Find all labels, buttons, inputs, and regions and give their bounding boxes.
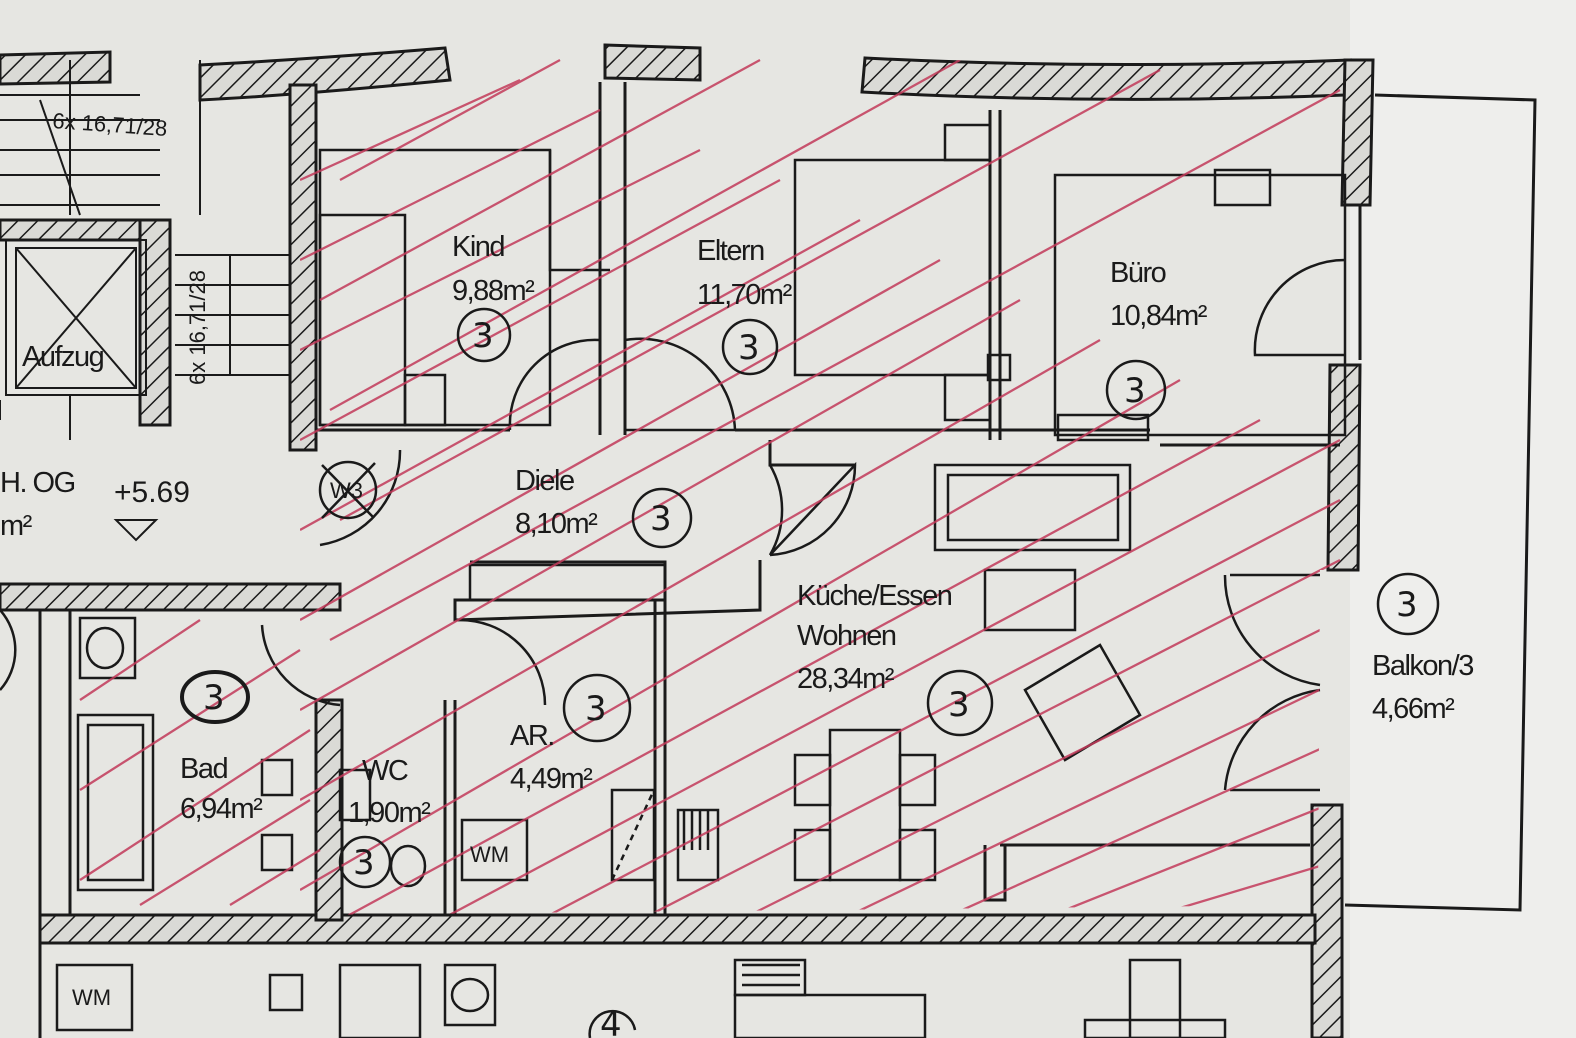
room-kueche-area: 28,34m² <box>797 663 895 695</box>
mark-circle-buero <box>1105 359 1167 421</box>
room-ar-name: AR. <box>510 720 554 752</box>
mark-circle-bad <box>180 670 250 724</box>
mark-eltern: 3 <box>738 328 760 368</box>
mark-wc: 3 <box>353 843 375 883</box>
floor-label: H. OG <box>0 467 75 499</box>
room-ar-area: 4,49m² <box>510 763 593 795</box>
stairs-and-elevator <box>0 60 290 542</box>
mark-circle-bottom <box>588 1009 637 1038</box>
exterior-walls <box>0 43 1375 1038</box>
level-label: +5.69 <box>114 476 190 509</box>
room-diele-name: Diele <box>515 465 574 497</box>
floor-area-fragment: m² <box>0 510 33 542</box>
mark-circle-ar <box>562 673 632 743</box>
mark-circle-struck <box>318 460 378 520</box>
mark-circle-wc <box>338 835 392 889</box>
red-pen-hatching <box>300 58 1341 915</box>
room-labels: Kind 9,88m² Eltern 11,70m² Büro 10,84m² … <box>180 231 1475 829</box>
elevator-label: Aufzug <box>22 341 104 373</box>
stair-label-side: 6x 16,71/28 <box>185 270 210 385</box>
room-wc-area: 1,90m² <box>348 797 431 829</box>
wm-label-ar: WM <box>470 842 509 867</box>
mark-circle-kueche <box>926 669 994 737</box>
handwritten-marks <box>180 307 1440 1038</box>
room-bad-name: Bad <box>180 753 227 785</box>
mark-circle-eltern <box>721 318 779 376</box>
plan-annotations: 6x 16,71/28 6x 16,71/28 Aufzug H. OG m² … <box>0 108 509 1010</box>
furniture <box>55 123 1347 1038</box>
room-buero-name: Büro <box>1110 257 1166 289</box>
paper-right-edge <box>1350 0 1576 1038</box>
handwritten-mark-digits: 3 3 3 3 3 3 3 3 3 W3 4 <box>203 316 1418 1038</box>
room-eltern-name: Eltern <box>697 235 764 267</box>
wm-label-lower: WM <box>72 985 111 1010</box>
mark-diele: 3 <box>650 499 672 539</box>
room-balkon-name: Balkon/3 <box>1372 650 1473 682</box>
room-kind-name: Kind <box>452 231 504 263</box>
mark-ar: 3 <box>585 689 607 729</box>
mark-circle-diele <box>631 487 693 549</box>
room-wc-name: WC <box>362 755 408 787</box>
mark-kueche: 3 <box>948 685 970 725</box>
mark-circle-kind <box>456 307 512 363</box>
room-kind-area: 9,88m² <box>452 275 535 307</box>
room-kueche-name: Küche/Essen <box>797 580 952 612</box>
door-swings <box>0 258 1346 792</box>
mark-bottom: 4 <box>600 1005 622 1038</box>
room-bad-area: 6,94m² <box>180 793 263 825</box>
room-kueche-name2: Wohnen <box>797 620 896 652</box>
mark-struck: W3 <box>330 478 363 503</box>
mark-balkon: 3 <box>1396 585 1418 625</box>
mark-circle-balkon <box>1376 572 1440 636</box>
mark-kind: 3 <box>472 316 494 356</box>
red-pen-hatching-bath <box>79 619 321 906</box>
room-diele-area: 8,10m² <box>515 508 598 540</box>
mark-buero: 3 <box>1124 371 1146 411</box>
room-balkon-area: 4,66m² <box>1372 693 1455 725</box>
room-buero-area: 10,84m² <box>1110 300 1208 332</box>
room-eltern-area: 11,70m² <box>697 279 793 311</box>
mark-bad: 3 <box>203 678 225 718</box>
strike-out-mark <box>321 462 376 519</box>
